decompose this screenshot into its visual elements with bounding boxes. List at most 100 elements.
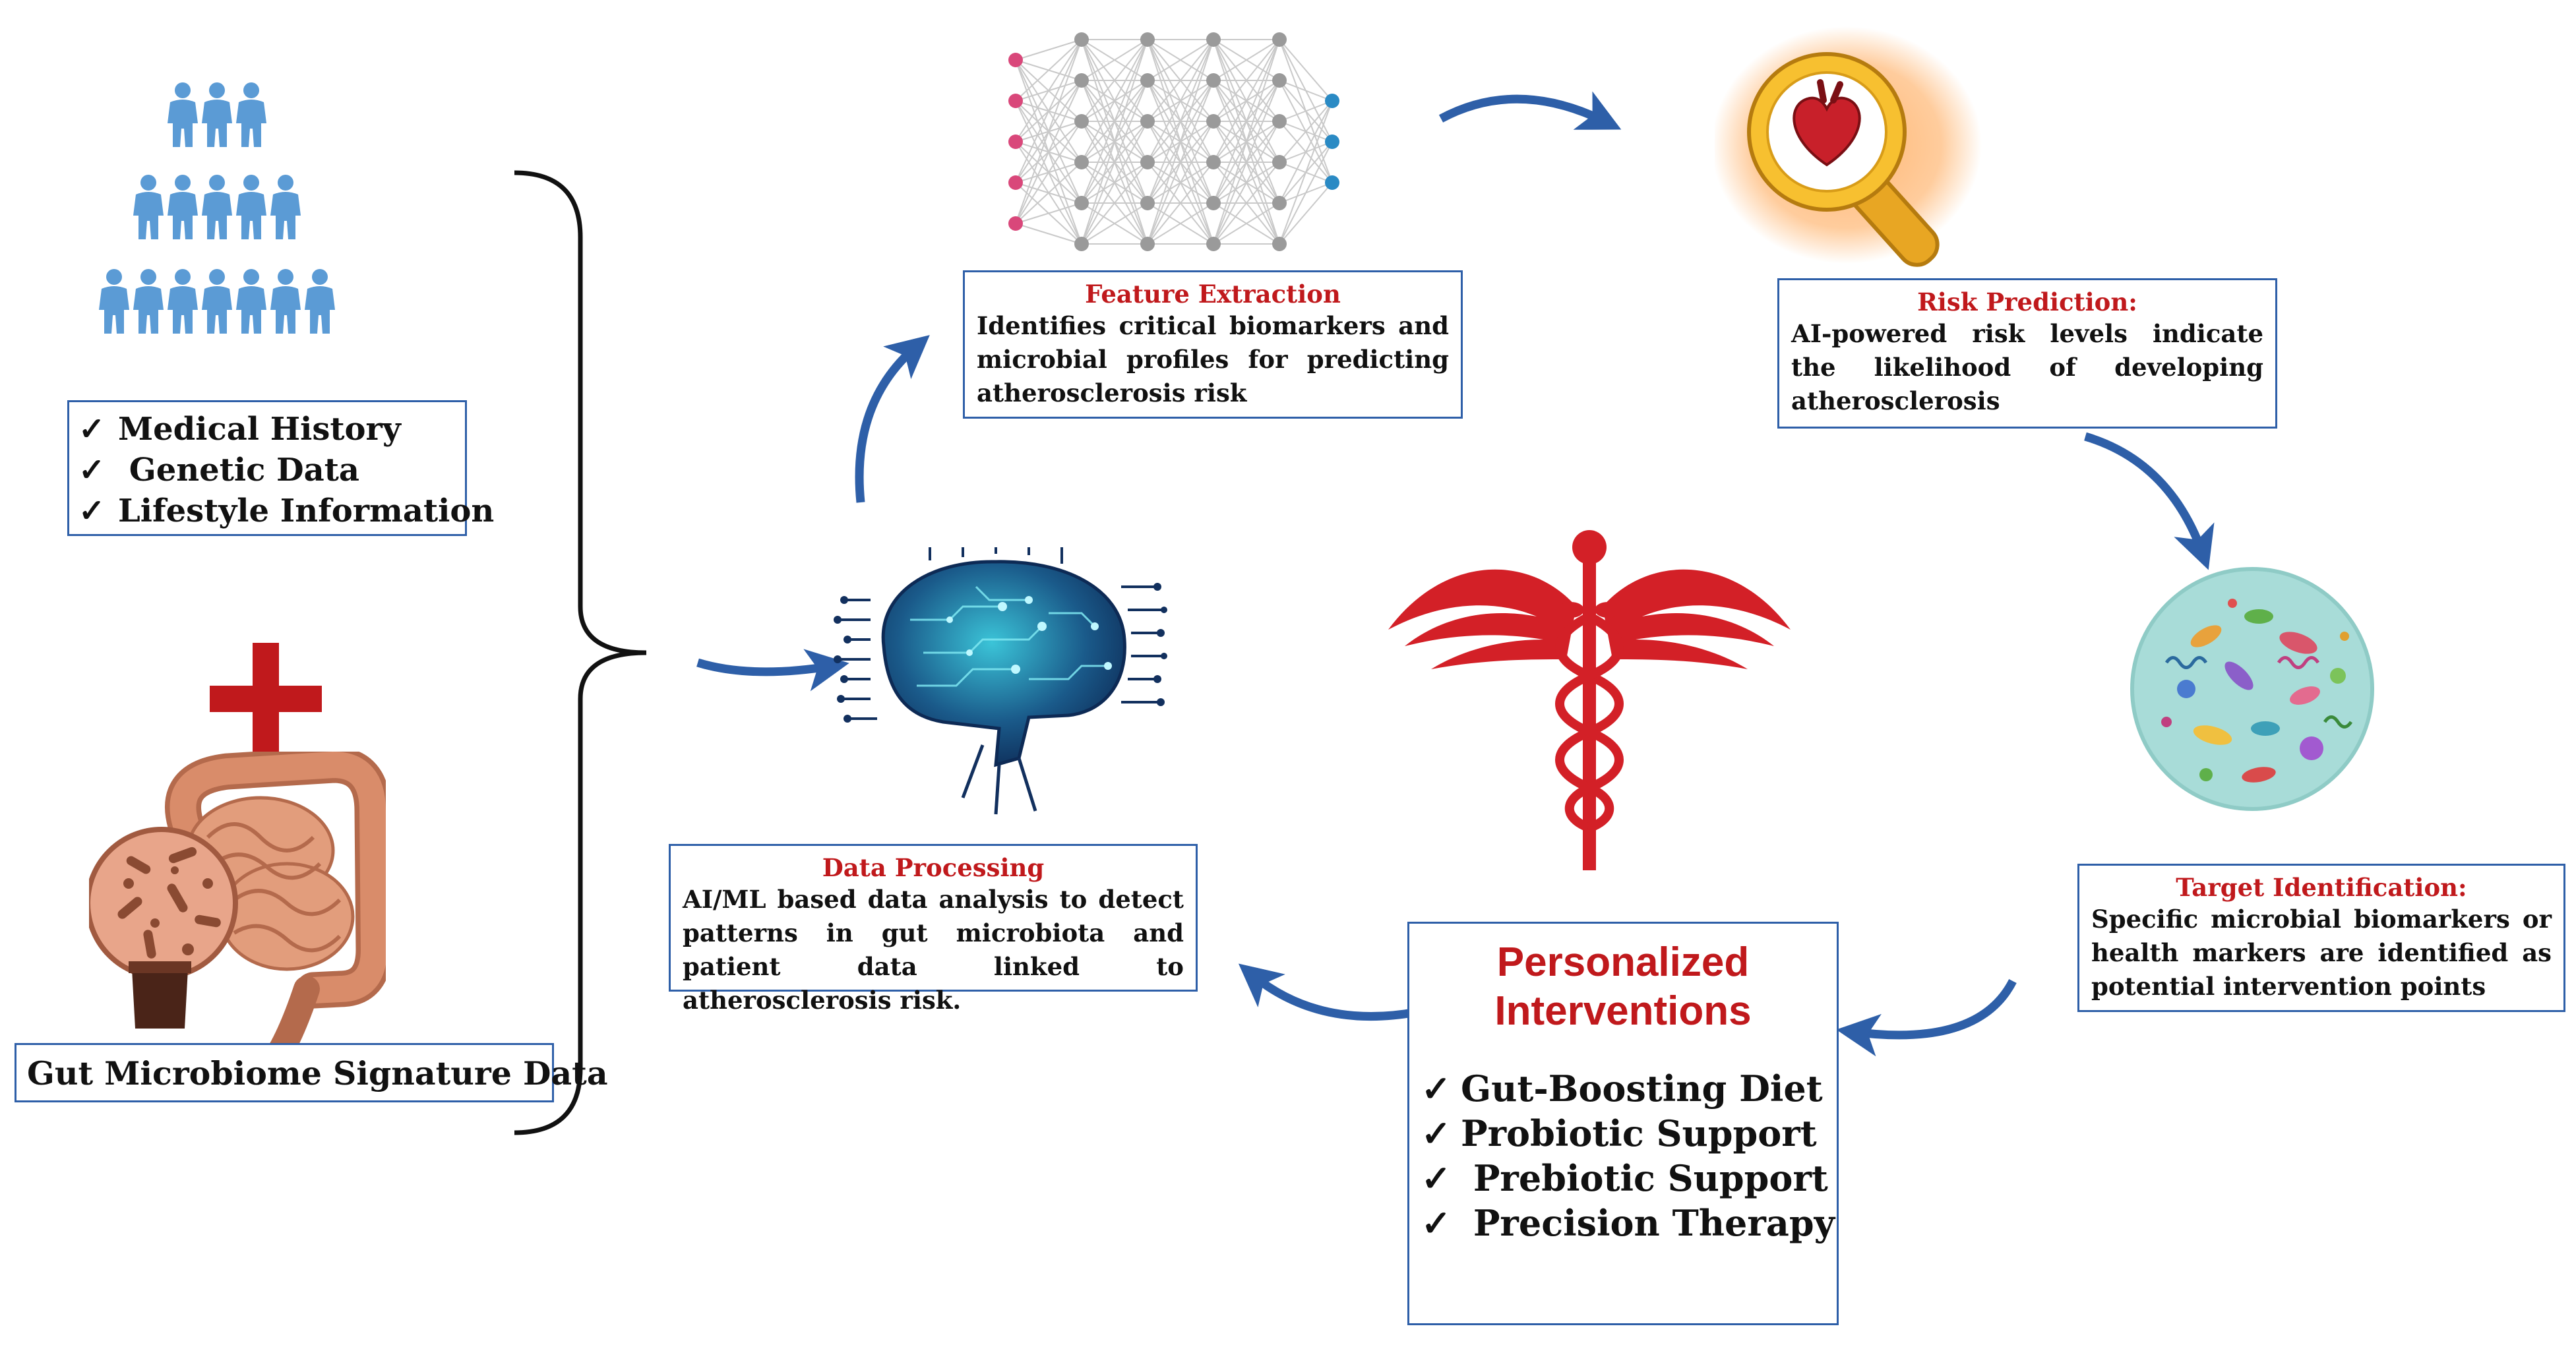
nn-edge [1147,80,1214,245]
nn-node [1008,216,1023,231]
checklist-item: ✓Medical History [78,411,401,448]
nn-node [1206,73,1221,88]
nn-edge [1147,39,1214,204]
nn-edge [1081,39,1148,122]
nn-edge [1081,162,1148,245]
patient-data-box: ✓Medical History ✓ Genetic Data ✓Lifesty… [67,400,495,536]
nn-node [1074,155,1089,169]
nn-node [1008,175,1023,190]
nn-edge [1147,121,1214,245]
nn-edge [1279,182,1333,245]
nn-edge [1147,39,1214,163]
nn-edge [1015,202,1082,224]
nn-node [1140,155,1155,169]
nn-edge [1147,162,1214,245]
nn-node [1140,32,1155,47]
nn-edge [1015,223,1082,245]
nn-edge [1213,121,1280,245]
nn-edge [1015,39,1082,183]
nn-edge [1081,39,1148,204]
nn-edge [1015,80,1082,224]
nn-node [1206,237,1221,251]
plus-icon [210,643,322,755]
arrow-to-microbiome [2084,432,2215,570]
nn-edge [1081,202,1148,245]
nn-edge [1213,162,1280,245]
gut-microbiome-box: Gut Microbiome Signature Data [15,1043,608,1102]
nn-node [1074,73,1089,88]
arrow-to-personalized [1836,978,2017,1057]
nn-node [1206,114,1221,129]
nn-node [1074,32,1089,47]
nn-node [1325,94,1339,108]
feature-extraction-title: Feature Extraction [1085,280,1341,309]
nn-node [1325,134,1339,149]
microbiome-icon [2130,567,2374,811]
nn-edge [1213,39,1280,245]
nn-edge [1081,80,1148,245]
target-identification-body: Specific microbial biomarkers or health … [2091,905,2552,1001]
neural-network-icon [1008,32,1339,251]
nn-node [1008,94,1023,108]
nn-edge [1213,202,1280,245]
nn-edge [1015,162,1082,224]
nn-edge [1147,39,1214,81]
nn-node [1074,114,1089,129]
arrow-to-risk [1438,91,1622,130]
nn-edge [1081,121,1148,245]
nn-node [1206,155,1221,169]
intervention-item: ✓ Precision Therapy [1421,1202,1835,1244]
nn-node [1008,53,1023,67]
caduceus-icon [1388,530,1791,870]
nn-edge [1279,80,1333,102]
target-identification-box: Target Identification: Specific microbia… [2077,864,2565,1012]
nn-node [1272,155,1287,169]
nn-edge [1213,39,1280,122]
personalized-interventions-title-line2: Interventions [1494,988,1752,1034]
target-identification-title: Target Identification: [2176,873,2467,902]
nn-node [1272,237,1287,251]
nn-node [1008,134,1023,149]
data-processing-box: Data Processing AI/ML based data analysi… [669,844,1198,1015]
nn-node [1272,114,1287,129]
risk-prediction-box: Risk Prediction: AI-powered risk levels … [1777,278,2277,429]
personalized-interventions-box: Personalized Interventions ✓Gut-Boosting… [1407,922,1839,1325]
nn-edge [1147,39,1214,245]
checklist-item: ✓ Genetic Data [78,452,360,489]
nn-edge [1213,39,1280,81]
nn-edge [1279,100,1333,163]
nn-edge [1015,39,1082,142]
gut-microbiome-label: Gut Microbiome Signature Data [27,1054,608,1092]
nn-node [1140,237,1155,251]
nn-edge [1147,39,1214,122]
arrow-to-data-processing [1238,963,1418,1021]
risk-prediction-body: AI-powered risk levels indicate the like… [1791,319,2263,415]
intestine-icon [89,752,386,1055]
nn-edge [1015,39,1082,102]
checklist-item: ✓Lifestyle Information [78,493,495,529]
nn-edge [1279,100,1333,245]
nn-node [1140,73,1155,88]
nn-node [1206,196,1221,210]
feature-extraction-body: Identifies critical biomarkers and micro… [977,311,1449,407]
data-processing-title: Data Processing [822,853,1045,882]
nn-node [1272,32,1287,47]
data-processing-body: AI/ML based data analysis to detect patt… [683,885,1184,1015]
nn-node [1074,196,1089,210]
nn-edge [1081,39,1148,163]
feature-extraction-box: Feature Extraction Identifies critical b… [963,270,1463,419]
nn-edge [1147,202,1214,245]
nn-node [1140,114,1155,129]
ai-brain-icon [834,547,1167,815]
nn-edge [1081,39,1148,245]
nn-node [1272,196,1287,210]
nn-edge [1081,39,1148,81]
people-pyramid-icon [99,82,335,334]
nn-edge [1279,100,1333,204]
magnifier-heart-icon [1715,26,1982,267]
nn-edge [1213,39,1280,204]
input-bracket [514,170,647,1135]
intervention-item: ✓Gut-Boosting Diet [1421,1067,1823,1110]
nn-edge [1213,80,1280,245]
